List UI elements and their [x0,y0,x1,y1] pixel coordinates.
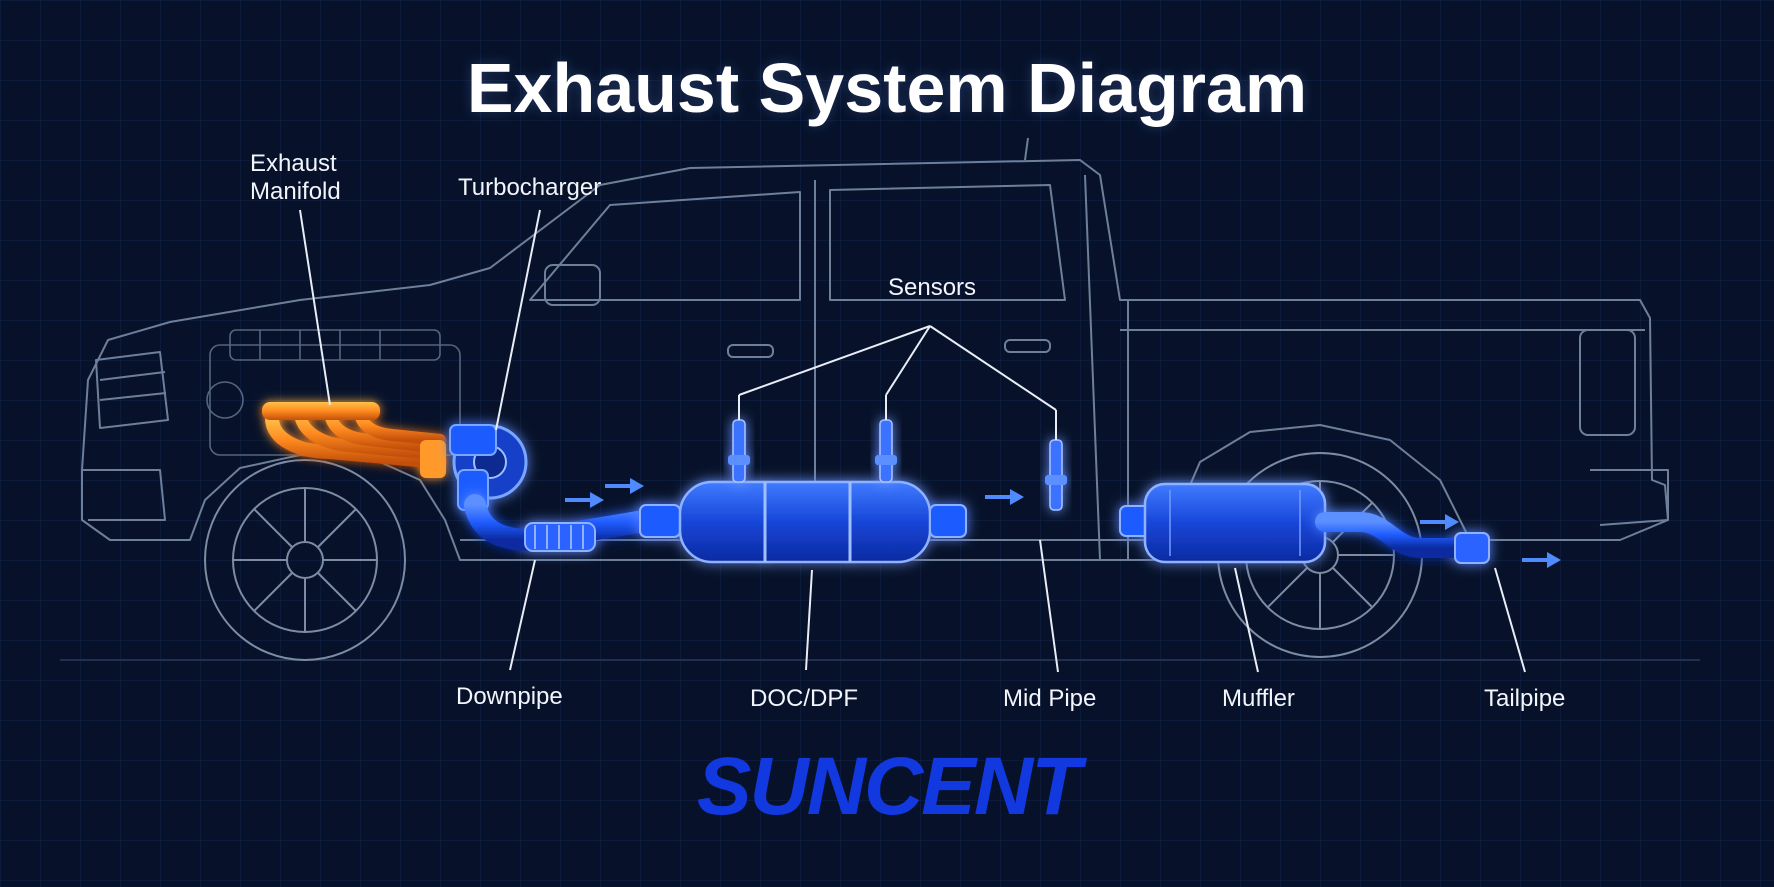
label-exhaust-manifold-line1: Exhaust [250,150,337,177]
flow-arrow-icon [1522,552,1561,568]
label-turbocharger: Turbocharger [458,174,602,201]
suncent-logo-text: SUNCENT [697,742,1087,828]
flow-arrow-icon [565,492,604,508]
flow-arrow-icon [1420,514,1459,530]
tailpipe [1315,512,1490,564]
front-wheel [204,459,406,661]
label-sensors: Sensors [888,274,977,301]
label-exhaust-manifold-line2: Manifold [250,177,341,205]
callout-lines [299,209,1526,673]
sensor-icon [875,419,897,483]
sensor-icon [728,419,750,483]
doc-dpf-canister [639,480,967,564]
flow-arrow-icon [985,489,1024,505]
exhaust-manifold [262,402,447,478]
label-exhaust-manifold: Exhaust Manifold [250,150,341,205]
suncent-logo: SUNCENT [697,742,1089,828]
label-mid-pipe: Mid Pipe [1003,685,1097,712]
label-doc-dpf: DOC/DPF [750,685,858,712]
label-tailpipe: Tailpipe [1484,685,1566,712]
label-muffler: Muffler [1222,685,1295,712]
downpipe [464,494,661,552]
label-downpipe: Downpipe [456,683,563,710]
page-title: Exhaust System Diagram [466,49,1308,127]
flow-arrow-icon [605,478,644,494]
muffler [1119,482,1327,564]
